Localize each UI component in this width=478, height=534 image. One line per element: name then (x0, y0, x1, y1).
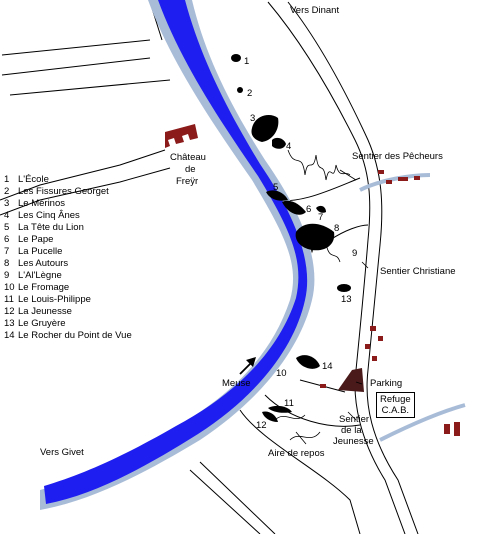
rock-number-labels: 1 2 3 4 5 6 7 8 9 10 11 12 13 14 (244, 56, 357, 431)
buildings (165, 124, 460, 436)
rock-number: 14 (322, 361, 333, 372)
label-south: Vers Givet (40, 447, 84, 458)
rock-number: 13 (341, 294, 352, 305)
rock-2 (237, 87, 243, 93)
house (372, 356, 377, 361)
rock-number: 6 (306, 204, 311, 215)
label-chateau: Château (170, 152, 206, 163)
label-meuse: Meuse (222, 378, 251, 389)
roads (359, 173, 466, 442)
house (320, 384, 326, 388)
label-sentier-jeunesse: de la (341, 425, 362, 436)
rock-number: 8 (334, 223, 339, 234)
rock-number: 11 (284, 398, 294, 409)
house (414, 176, 420, 180)
rock-number: 2 (247, 88, 252, 99)
rock-8 (295, 223, 335, 251)
rock-4 (272, 137, 286, 149)
refuge-line: C.A.B. (381, 405, 410, 416)
refuge-cab-label: Refuge C.A.B. (376, 392, 415, 418)
rock-number: 5 (273, 182, 278, 193)
rock-11 (268, 405, 292, 413)
rock-number: 1 (244, 56, 249, 67)
refuge-line: Refuge (380, 394, 411, 405)
rock-13 (337, 284, 351, 292)
chateau-building (165, 124, 198, 148)
meuse-arrow (239, 357, 256, 375)
label-chateau: de (185, 164, 196, 175)
label-north: Vers Dinant (290, 5, 339, 16)
parking-area (338, 368, 364, 392)
label-parking: Parking (370, 378, 402, 389)
rock-3 (251, 115, 279, 142)
house (378, 336, 383, 341)
label-sentier-christiane: Sentier Christiane (380, 266, 456, 277)
rocks (231, 54, 351, 422)
house (370, 326, 376, 331)
rock-12 (262, 411, 278, 422)
rock-number: 4 (286, 141, 291, 152)
rock-number: 3 (250, 113, 255, 124)
rock-14 (296, 355, 320, 369)
label-sentier-jeunesse: Sentier (339, 414, 369, 425)
rock-number: 10 (276, 368, 287, 379)
label-sentier-jeunesse: Jeunesse (333, 436, 374, 447)
house (365, 344, 370, 349)
rock-number: 7 (318, 212, 323, 223)
rock-5 (266, 190, 288, 201)
rock-1 (231, 54, 241, 62)
house (386, 180, 392, 184)
house (454, 422, 460, 436)
house (444, 424, 450, 434)
leader-lines (295, 169, 369, 445)
label-aire-repos: Aire de repos (268, 448, 325, 459)
rock-number: 9 (352, 248, 357, 259)
rock-7 (316, 205, 326, 213)
label-sentier-pecheurs: Sentier des Pêcheurs (352, 151, 443, 162)
house (378, 170, 384, 174)
rock-6 (282, 200, 306, 215)
label-chateau: Freÿr (176, 176, 198, 187)
house (398, 177, 408, 181)
rock-number: 12 (256, 420, 267, 431)
